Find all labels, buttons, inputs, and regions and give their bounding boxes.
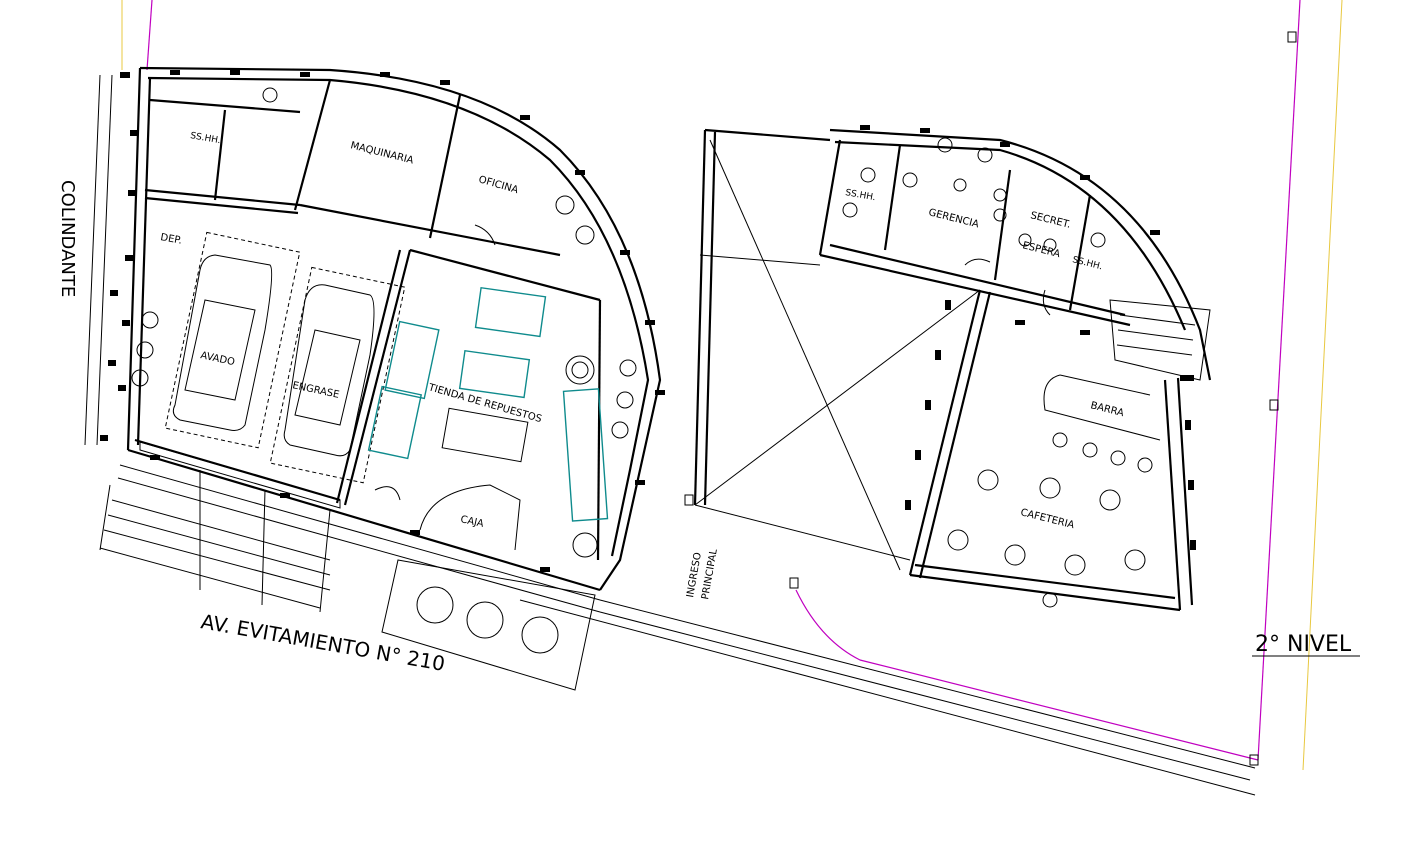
avado-label: AVADO [199, 350, 235, 368]
level-label: 2° NIVEL [1255, 632, 1352, 657]
street-label: AV. EVITAMIENTO N° 210 [199, 609, 447, 676]
ss-hh-label-1: SS.HH. [189, 131, 221, 146]
car-lavado [164, 231, 301, 449]
caja-label: CAJA [459, 514, 484, 530]
right-building-walls [693, 125, 1212, 612]
property-boundary [121, 0, 1343, 771]
cafeteria-tables [947, 432, 1153, 608]
street-lines-left [99, 464, 1256, 796]
garden-planter [381, 559, 596, 691]
plants [131, 87, 993, 439]
office-furniture [842, 167, 1106, 252]
barra-label: BARRA [1089, 400, 1125, 419]
dep-label: DEP. [159, 232, 182, 247]
secret-label: SECRET. [1029, 210, 1071, 231]
store-furniture [367, 286, 609, 558]
entrance-markers [684, 31, 1297, 766]
left-wall-hatching [100, 70, 665, 572]
maquinaria-label: MAQUINARIA [349, 140, 414, 166]
gerencia-label: GERENCIA [927, 207, 980, 230]
colindante-label: COLINDANTE [57, 180, 78, 297]
car-engrase [269, 266, 406, 484]
ss-hh-label-2: SS.HH. [844, 188, 876, 203]
oficina-label: OFICINA [477, 174, 519, 196]
cafeteria-label: CAFETERIA [1019, 507, 1075, 531]
door-swings [374, 224, 1051, 501]
